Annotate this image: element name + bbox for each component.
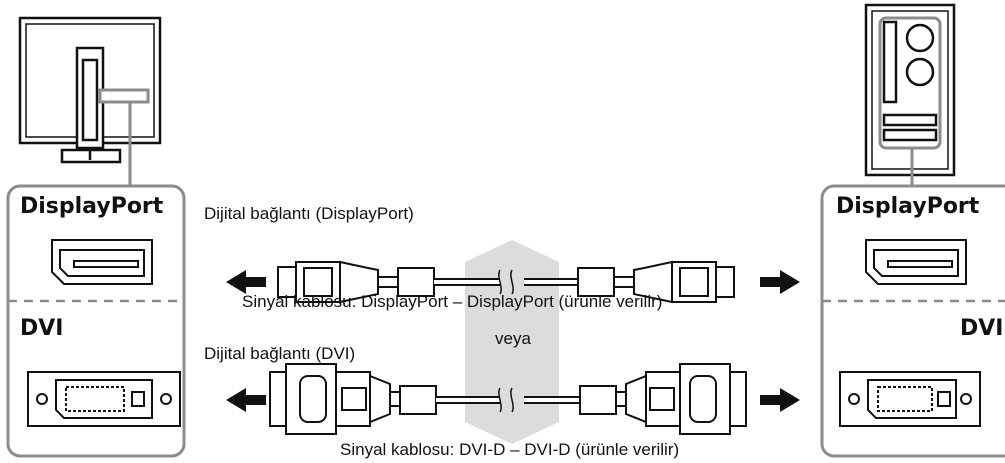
- displayport-connection-label: Dijital bağlantı (DisplayPort): [204, 204, 414, 223]
- dvi-cable: [269, 363, 747, 435]
- displayport-plug-icon: [633, 260, 735, 304]
- cable-break-arrow: [465, 240, 559, 444]
- left-dvi-title: DVI: [20, 316, 64, 341]
- direction-arrow-icon: [226, 270, 800, 412]
- dvi-cable-label: Sinyal kablosu: DVI-D – DVI-D (ürünle ve…: [340, 440, 680, 459]
- right-displayport-title: DisplayPort: [836, 194, 980, 219]
- dvi-socket-icon: [27, 371, 181, 427]
- dvi-connection-label: Dijital bağlantı (DVI): [204, 344, 356, 363]
- displayport-cable-label: Sinyal kablosu: DisplayPort – DisplayPor…: [242, 292, 663, 311]
- pc-tower-icon: [864, 3, 956, 177]
- dvi-plug-icon: [269, 363, 391, 435]
- left-displayport-title: DisplayPort: [20, 194, 164, 219]
- displayport-socket-icon: [865, 239, 967, 285]
- displayport-socket-icon: [51, 239, 153, 285]
- dvi-plug-icon: [625, 363, 747, 435]
- right-dvi-title: DVI: [960, 316, 1004, 341]
- monitor-rear-icon: [18, 16, 162, 164]
- displayport-cable: [277, 260, 735, 304]
- displayport-plug-icon: [277, 260, 379, 304]
- dvi-socket-icon: [839, 371, 981, 427]
- or-separator-label: veya: [495, 329, 531, 348]
